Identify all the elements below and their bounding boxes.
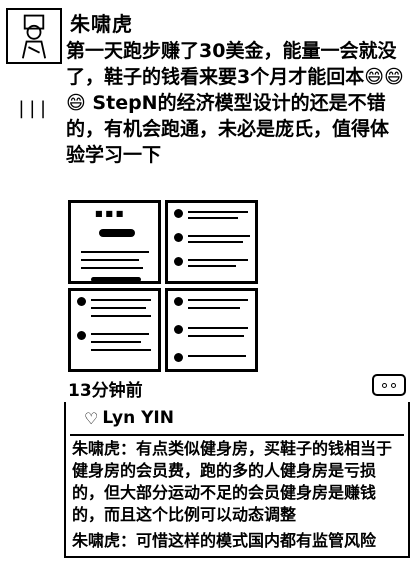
avatar[interactable] — [6, 8, 62, 64]
more-options-icon — [382, 382, 387, 388]
more-options-icon — [391, 382, 396, 388]
post-image-3[interactable] — [68, 288, 161, 372]
comment-author[interactable]: 朱啸虎 — [72, 531, 121, 550]
post-timestamp: 13分钟前 — [68, 381, 143, 401]
comment-text: 有点类似健身房，买鞋子的钱相当于健身房的会员费，跑的多的人健身房是亏损的，但大部… — [72, 439, 393, 524]
likes-comments-panel: ♡ Lyn YIN 朱啸虎：有点类似健身房，买鞋子的钱相当于健身房的会员费，跑的… — [64, 402, 410, 558]
comment-text: 可惜这样的模式国内都有监管风险 — [136, 531, 377, 550]
post-author-name[interactable]: 朱啸虎 — [70, 12, 133, 36]
comment-separator: ： — [120, 531, 137, 550]
post-text: 第一天跑步赚了30美金，能量一会就没了，鞋子的钱看来要3个月才能回本😄😄😄 St… — [66, 40, 404, 166]
heart-icon: ♡ — [84, 408, 99, 428]
likes-row: ♡ Lyn YIN — [84, 408, 174, 428]
post-image-4[interactable] — [165, 288, 258, 372]
comment[interactable]: 朱啸虎：可惜这样的模式国内都有监管风险 — [72, 530, 404, 552]
comment-author[interactable]: 朱啸虎 — [72, 439, 121, 458]
divider — [70, 434, 404, 436]
side-mark: ||| — [16, 98, 49, 119]
image-grid: ■ ■ ■ — [68, 200, 258, 372]
post-image-1[interactable]: ■ ■ ■ — [68, 200, 161, 284]
post-image-2[interactable] — [165, 200, 258, 284]
more-options-button[interactable] — [372, 374, 406, 396]
user-avatar-icon — [21, 14, 47, 59]
comment-separator: ： — [120, 439, 137, 458]
likes-names[interactable]: Lyn YIN — [102, 408, 174, 428]
comment[interactable]: 朱啸虎：有点类似健身房，买鞋子的钱相当于健身房的会员费，跑的多的人健身房是亏损的… — [72, 438, 404, 526]
